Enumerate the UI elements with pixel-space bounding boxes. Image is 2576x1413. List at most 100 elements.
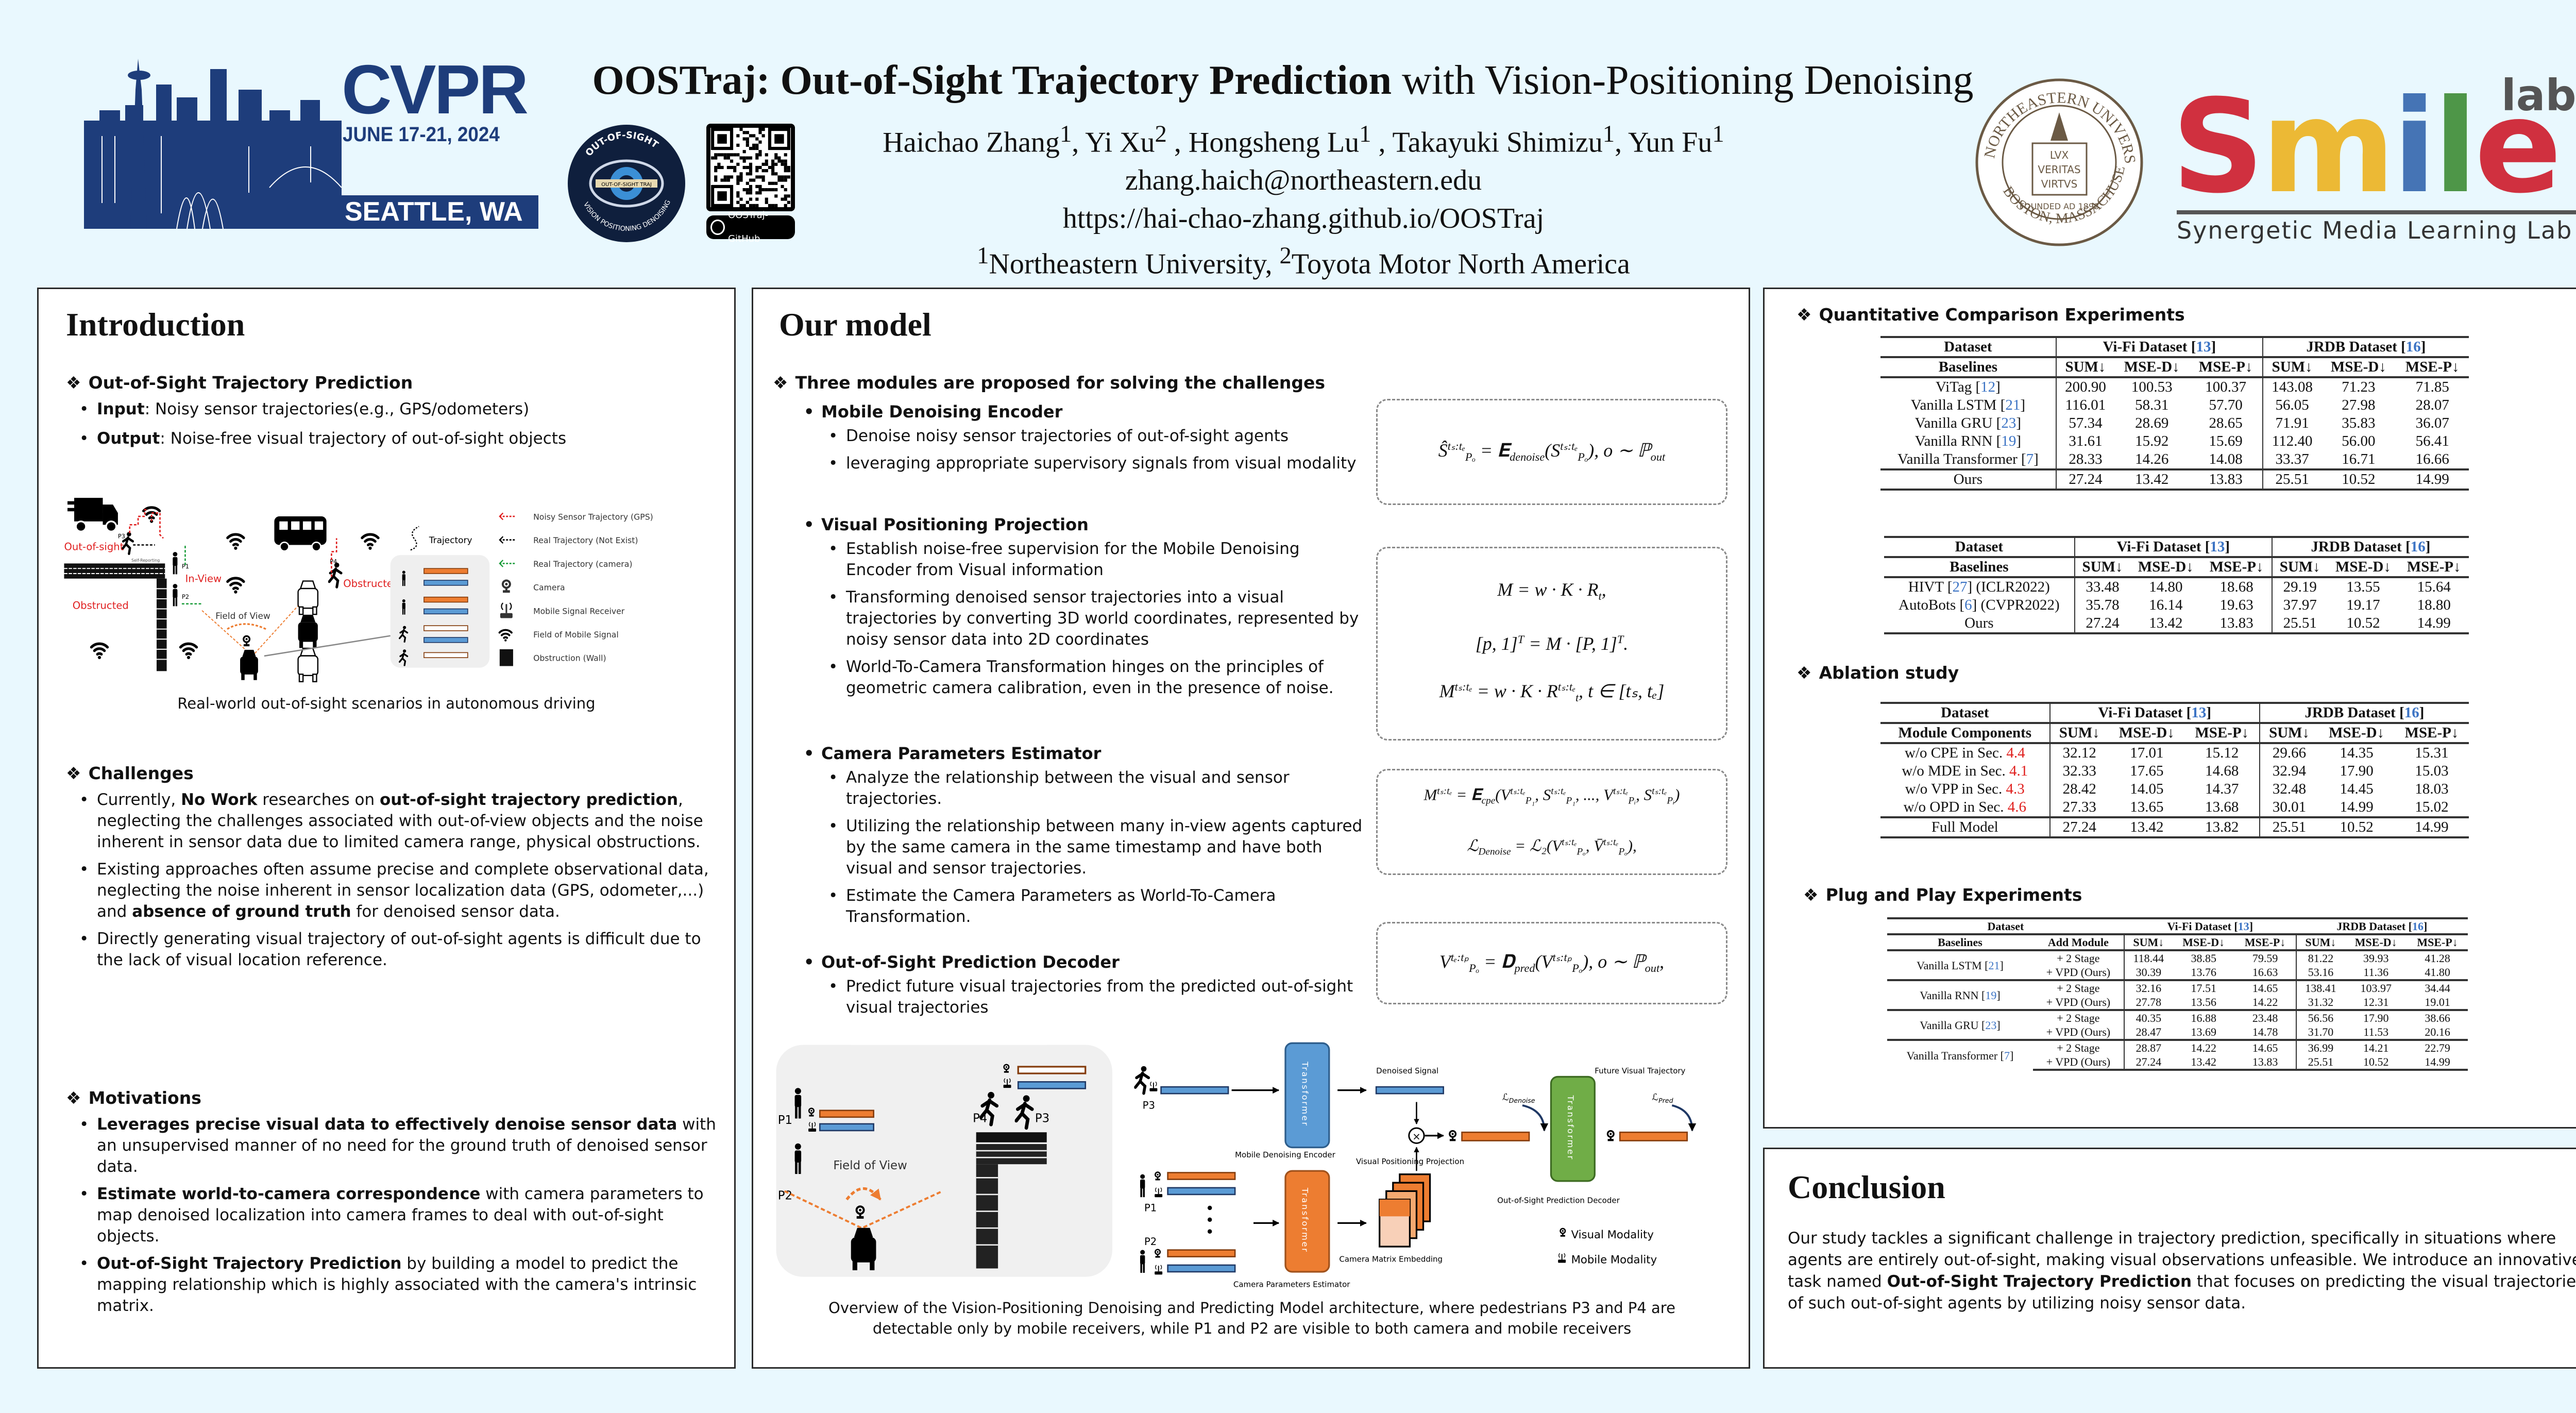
table-cell: 13.82 [2184,816,2260,838]
table-cell: 14.05 [2130,781,2164,797]
p3-label: P3 [1035,1112,1049,1125]
table-cell: 34.44 [2407,979,2468,995]
table-cell: 13.68 [2205,799,2239,815]
table-cell: 15.03 [2415,763,2449,779]
authors: Haichao Zhang1, Yi Xu2 , Hongsheng Lu1 ,… [883,121,1724,159]
table-cell: 103.97 [2345,979,2408,995]
table-cell: 13.83 [2234,1055,2296,1071]
table-header-metric: MSE-D↓ [2327,556,2399,577]
table-cell: 17.65 [2130,763,2164,779]
lab-divider [2177,210,2576,214]
module-bullet: Establish noise-free supervision for the… [822,539,1369,581]
add-module-label: + VPD (Ours) [2046,966,2111,979]
p1-label: P1 [1144,1202,1157,1214]
diamond-bullet-icon: ❖ [66,1088,81,1108]
car-icon [297,580,319,615]
module-vpp: Visual Positioning Projection Establish … [798,514,1369,705]
visual-modality-icon [1560,1227,1566,1237]
p2-label: P2 [1144,1236,1157,1248]
mobile-signal-field-icon [228,578,244,594]
challenge-item: Currently, No Work researches on out-of-… [73,789,720,853]
table-cell: 35.78 [2074,596,2130,614]
table-cell: 16.88 [2172,1009,2235,1025]
row-label: Ours [1884,614,2075,634]
motivation-item: Leverages precise visual data to effecti… [73,1114,720,1178]
row-label: Vanilla GRU [23] [1914,415,2021,431]
module-mde: Mobile Denoising Encoder Denoise noisy s… [798,401,1369,480]
p1-label: P1 [182,563,189,570]
module-bullet: Utilizing the relationship between many … [822,816,1369,879]
table-cell: 27.24 [2049,816,2109,838]
legend-camera: Camera [533,583,565,593]
motivation-item: Out-of-Sight Trajectory Prediction by bu… [73,1253,720,1317]
table-header-metric: MSE-P↓ [2396,356,2469,377]
conclusion-text: Our study tackles a significant challeng… [1788,1229,2576,1313]
table-cell: 13.83 [2201,614,2272,634]
table-cell: 16.63 [2252,966,2278,979]
oos-output: Output: Noise-free visual trajectory of … [73,428,720,449]
diamond-bullet-icon: ❖ [1803,885,1819,905]
module-bullet: World-To-Camera Transformation hinges on… [822,657,1369,699]
table-cell: 11.53 [2363,1025,2389,1038]
email[interactable]: zhang.haich@northeastern.edu [1125,164,1482,196]
table-header-dataset-name: Vi-Fi Dataset [13] [2055,336,2263,357]
equation-denoise: Ŝtₛ:tₑPₒ = 𝐄denoise(Stₛ:tₑPₒ), o ∼ ℙout [1376,399,1727,505]
table-cell: 14.99 [2399,614,2469,634]
table-cell: 13.76 [2191,966,2216,979]
conclusion-title: Conclusion [1788,1169,1945,1205]
table-header-metric: MSE-D↓ [2108,722,2185,743]
car-icon [298,614,318,648]
table-cell: 10.52 [2327,614,2399,634]
table-cell: 13.42 [2172,1055,2235,1071]
diamond-bullet-icon: ❖ [773,373,788,393]
legend-real-not-exist: Real Trajectory (Not Exist) [533,535,638,545]
table-cell: 28.65 [2209,415,2243,431]
table-cell: 14.68 [2205,763,2239,779]
table-cell: 14.99 [2395,816,2469,838]
row-label: Vanilla RNN [19] [1887,979,2033,1010]
lab-full-name: Synergetic Media Learning Lab [2177,216,2573,244]
table-cell: 14.65 [2234,979,2296,995]
table-cell: 15.69 [2209,433,2243,449]
equation-line: Mtₛ:tₑ = w · K · Rtₛ:tₑt, t ∈ [tₛ, tₑ] [1439,680,1665,704]
table-cell: 56.41 [2415,433,2449,449]
table-cell: 31.32 [2295,995,2345,1010]
table-cell: 38.85 [2172,949,2235,965]
project-url[interactable]: https://hai-chao-zhang.github.io/OOSTraj [1062,203,1545,234]
table-cell: 53.16 [2295,965,2345,980]
table-cell: 112.40 [2262,432,2321,450]
table-cell: 13.42 [2114,468,2190,491]
pedestrian-p1-icon [1140,1174,1145,1198]
table-header-dataset-name: JRDB Dataset [16] [2296,917,2468,934]
oos-section: ❖Out-of-Sight Trajectory Prediction Inpu… [66,372,720,456]
quant-heading: ❖Quantitative Comparison Experiments [1797,305,2185,325]
github-link[interactable]: OOSTraj-GitHub [706,210,795,244]
seattle-skyline-icon [84,59,342,229]
row-label: ViTag [12] [1880,376,2056,396]
field-of-view-label: Field of View [215,611,270,621]
table-header-metric: MSE-D↓ [2318,722,2395,743]
table-cell: 32.12 [2049,742,2109,762]
equation-line: M = w · K · Rt, [1497,579,1606,602]
trajectory-label: Trajectory [429,535,472,546]
table-cell: 25.51 [2259,816,2319,838]
table-cell: 11.36 [2363,966,2389,979]
table-header-dataset-name: Vi-Fi Dataset [13] [2074,536,2272,557]
denoised-signal-label: Denoised Signal [1376,1066,1438,1075]
table-header-metric: SUM↓ [2271,556,2328,577]
row-label: Vanilla Transformer [7] [1897,451,2039,467]
qr-code[interactable] [706,124,795,211]
module-bullet: Estimate the Camera Parameters as World-… [822,885,1369,928]
table-header-dataset-name: JRDB Dataset [16] [2259,702,2469,723]
obstructed-label: Obstructed [343,578,399,590]
transformer-label: Transformer [1300,1187,1310,1253]
table-cell: 16.66 [2415,451,2449,467]
table-cell: 14.21 [2345,1039,2408,1055]
table-cell: 28.47 [2123,1025,2173,1040]
table-cell: 17.90 [2345,1009,2408,1025]
motivation-item: Estimate world-to-camera correspondence … [73,1184,720,1247]
